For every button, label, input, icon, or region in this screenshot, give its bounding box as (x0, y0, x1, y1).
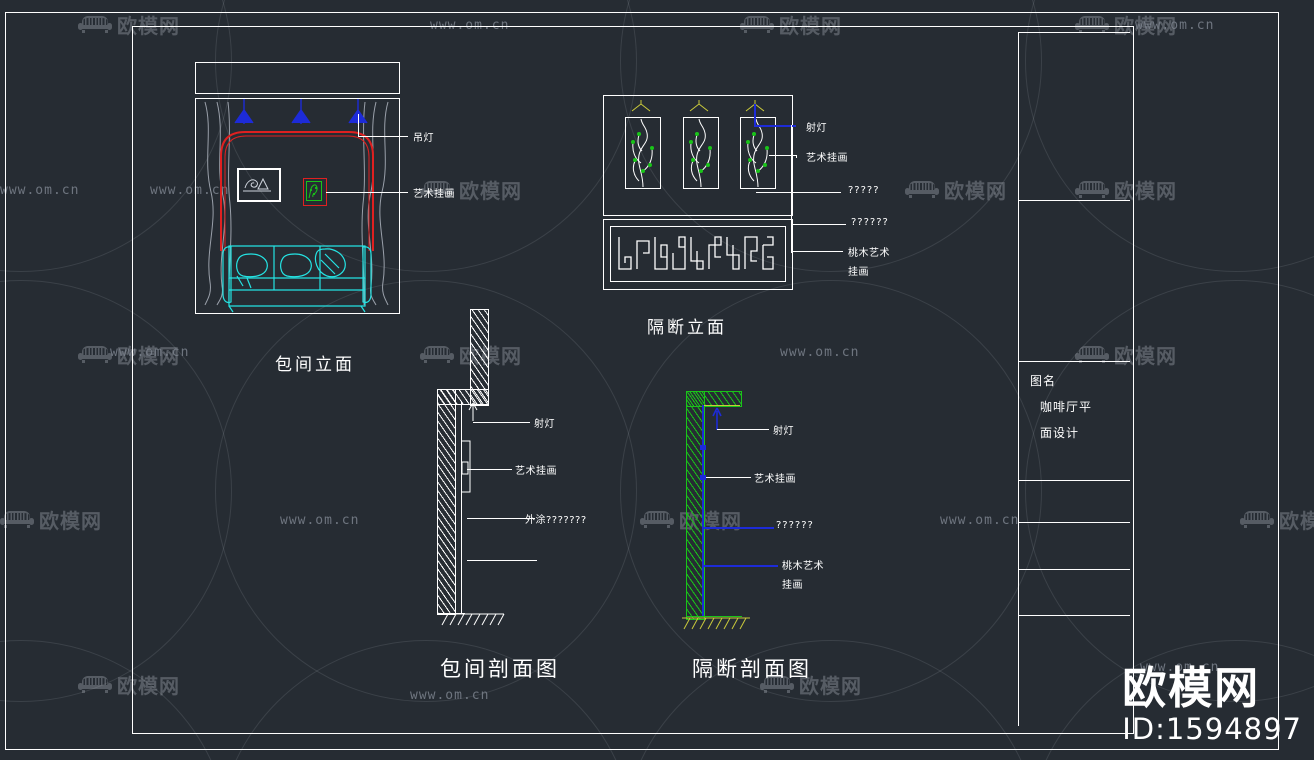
spotlight-leader-room-section (473, 422, 530, 423)
drawing-partition-elevation: 射灯 艺术挂画 ????? ?????? 桃木艺术 挂画 隔断立面 (603, 95, 903, 345)
label-partition-section-peachwood-1: 桃木艺术 (782, 561, 824, 572)
pendant-light-leader (358, 136, 408, 137)
spotlight-leader-arrow (468, 402, 478, 421)
art-painting-leader-room-section (467, 469, 512, 470)
partition-ground-hatch (682, 617, 750, 630)
title-block-divider-5 (1018, 522, 1130, 523)
partition-art-marker-2 (700, 475, 706, 480)
title-block-left-rule (1018, 32, 1019, 726)
spotlight-icon-3 (745, 100, 765, 112)
sheet-inner-frame (132, 26, 1134, 734)
partition-garbled-leader (704, 527, 774, 529)
brand-name: 欧模网 (1122, 662, 1261, 714)
watermark-brand-text: 欧模网 (1279, 509, 1314, 533)
title-block-divider-1 (1018, 32, 1130, 33)
partition-peachwood-leader (704, 565, 778, 567)
title-block-divider-7 (1018, 615, 1130, 616)
drawing-partition-section: 射灯 艺术挂画 ?????? 桃木艺术 挂画 隔断剖面图 (660, 375, 920, 695)
label-art-painting: 艺术挂画 (413, 189, 455, 200)
label-pendant-light: 吊灯 (413, 133, 434, 144)
garbled-leader-1 (756, 192, 841, 193)
label-partition-section-art-painting: 艺术挂画 (754, 474, 796, 485)
drawing-room-elevation: 吊灯 艺术挂画 包间立面 (195, 62, 455, 375)
title-block-divider-2 (1018, 200, 1130, 201)
pendant-light-icon-2 (291, 99, 311, 124)
art-painting-bracket (461, 440, 471, 493)
partition-spotlight-leader (717, 429, 769, 430)
spotlight-icon-1 (631, 100, 651, 112)
label-partition-garbled-2: ?????? (851, 217, 889, 228)
drawing-name-line-1: 咖啡厅平 (1040, 400, 1093, 414)
label-partition-section-spotlight: 射灯 (773, 426, 794, 437)
drawing-name-line-2: 面设计 (1040, 426, 1080, 440)
garbled-leader-2 (791, 224, 846, 225)
sofa-elevation (222, 245, 372, 313)
partition-art-leader (706, 477, 751, 478)
wall-picture-frame (237, 168, 281, 202)
art-panel-3 (740, 117, 776, 194)
label-partition-section-peachwood-2: 挂画 (782, 580, 803, 591)
peachwood-fretwork-pattern (618, 236, 774, 270)
drawing-title-room-elevation: 包间立面 (275, 355, 355, 375)
site-brand-watermark: 欧模网 ID:1594897 (1122, 662, 1302, 746)
pendant-light-icon-1 (234, 99, 254, 124)
wall-picture-art (243, 177, 271, 192)
wall-finish-line (461, 401, 462, 614)
art-panel-1 (625, 117, 661, 194)
partition-finish-line (702, 405, 704, 617)
arch-feature-wall (220, 131, 374, 251)
drawing-title-partition-section: 隔断剖面图 (692, 657, 812, 681)
art-panel-2 (683, 117, 719, 194)
base-leader (467, 560, 537, 561)
spotlight-leader (754, 125, 796, 127)
partition-floor-line (686, 616, 742, 617)
coating-leader (467, 518, 535, 519)
title-block-divider-3 (1018, 361, 1130, 362)
sheet-outer-frame (5, 12, 1279, 750)
brand-id: ID:1594897 (1122, 711, 1302, 746)
peachwood-leader (791, 251, 843, 252)
art-painting-leader-riser (796, 155, 797, 158)
spotlight-leader-vertical (754, 104, 756, 126)
title-block-divider-6 (1018, 569, 1130, 570)
wall-hatch (437, 389, 456, 615)
partition-art-marker (700, 445, 706, 450)
drawing-room-section: 射灯 艺术挂画 外涂??????? 包间剖面图 (430, 305, 690, 695)
art-painting-icon (306, 181, 322, 201)
label-partition-section-garbled: ?????? (776, 520, 814, 531)
ceiling-slab-hatch (470, 309, 489, 406)
art-painting-leader-partition (769, 155, 797, 156)
label-partition-garbled-1: ????? (848, 185, 880, 196)
drawing-title-room-section: 包间剖面图 (440, 657, 560, 681)
room-outline (195, 98, 400, 314)
drawing-name-header: 图名 (1030, 374, 1057, 388)
partition-lower-frame (603, 219, 793, 290)
spotlight-icon-2 (689, 100, 709, 112)
pendant-light-leader-vertical (358, 114, 359, 136)
ground-hatch (440, 613, 505, 626)
ceiling-band (195, 62, 400, 94)
label-peachwood-art-1: 桃木艺术 (848, 248, 890, 259)
label-room-section-art-painting: 艺术挂画 (515, 466, 557, 477)
title-block: 图名 咖啡厅平 面设计 (1018, 32, 1130, 726)
label-room-section-spotlight: 射灯 (534, 419, 555, 430)
art-painting-leader (326, 192, 408, 193)
drawing-title-partition-elevation: 隔断立面 (647, 318, 727, 338)
label-room-section-coating: 外涂??????? (525, 515, 587, 526)
title-block-divider-4 (1018, 480, 1130, 481)
label-column-rule (791, 125, 792, 253)
label-peachwood-art-2: 挂画 (848, 267, 869, 278)
partition-lower-inner-frame (610, 226, 786, 282)
label-partition-spotlight: 射灯 (806, 123, 827, 134)
partition-cap-line (702, 405, 740, 406)
partition-spotlight-arrow (712, 407, 722, 430)
label-partition-art-painting: 艺术挂画 (806, 153, 848, 164)
